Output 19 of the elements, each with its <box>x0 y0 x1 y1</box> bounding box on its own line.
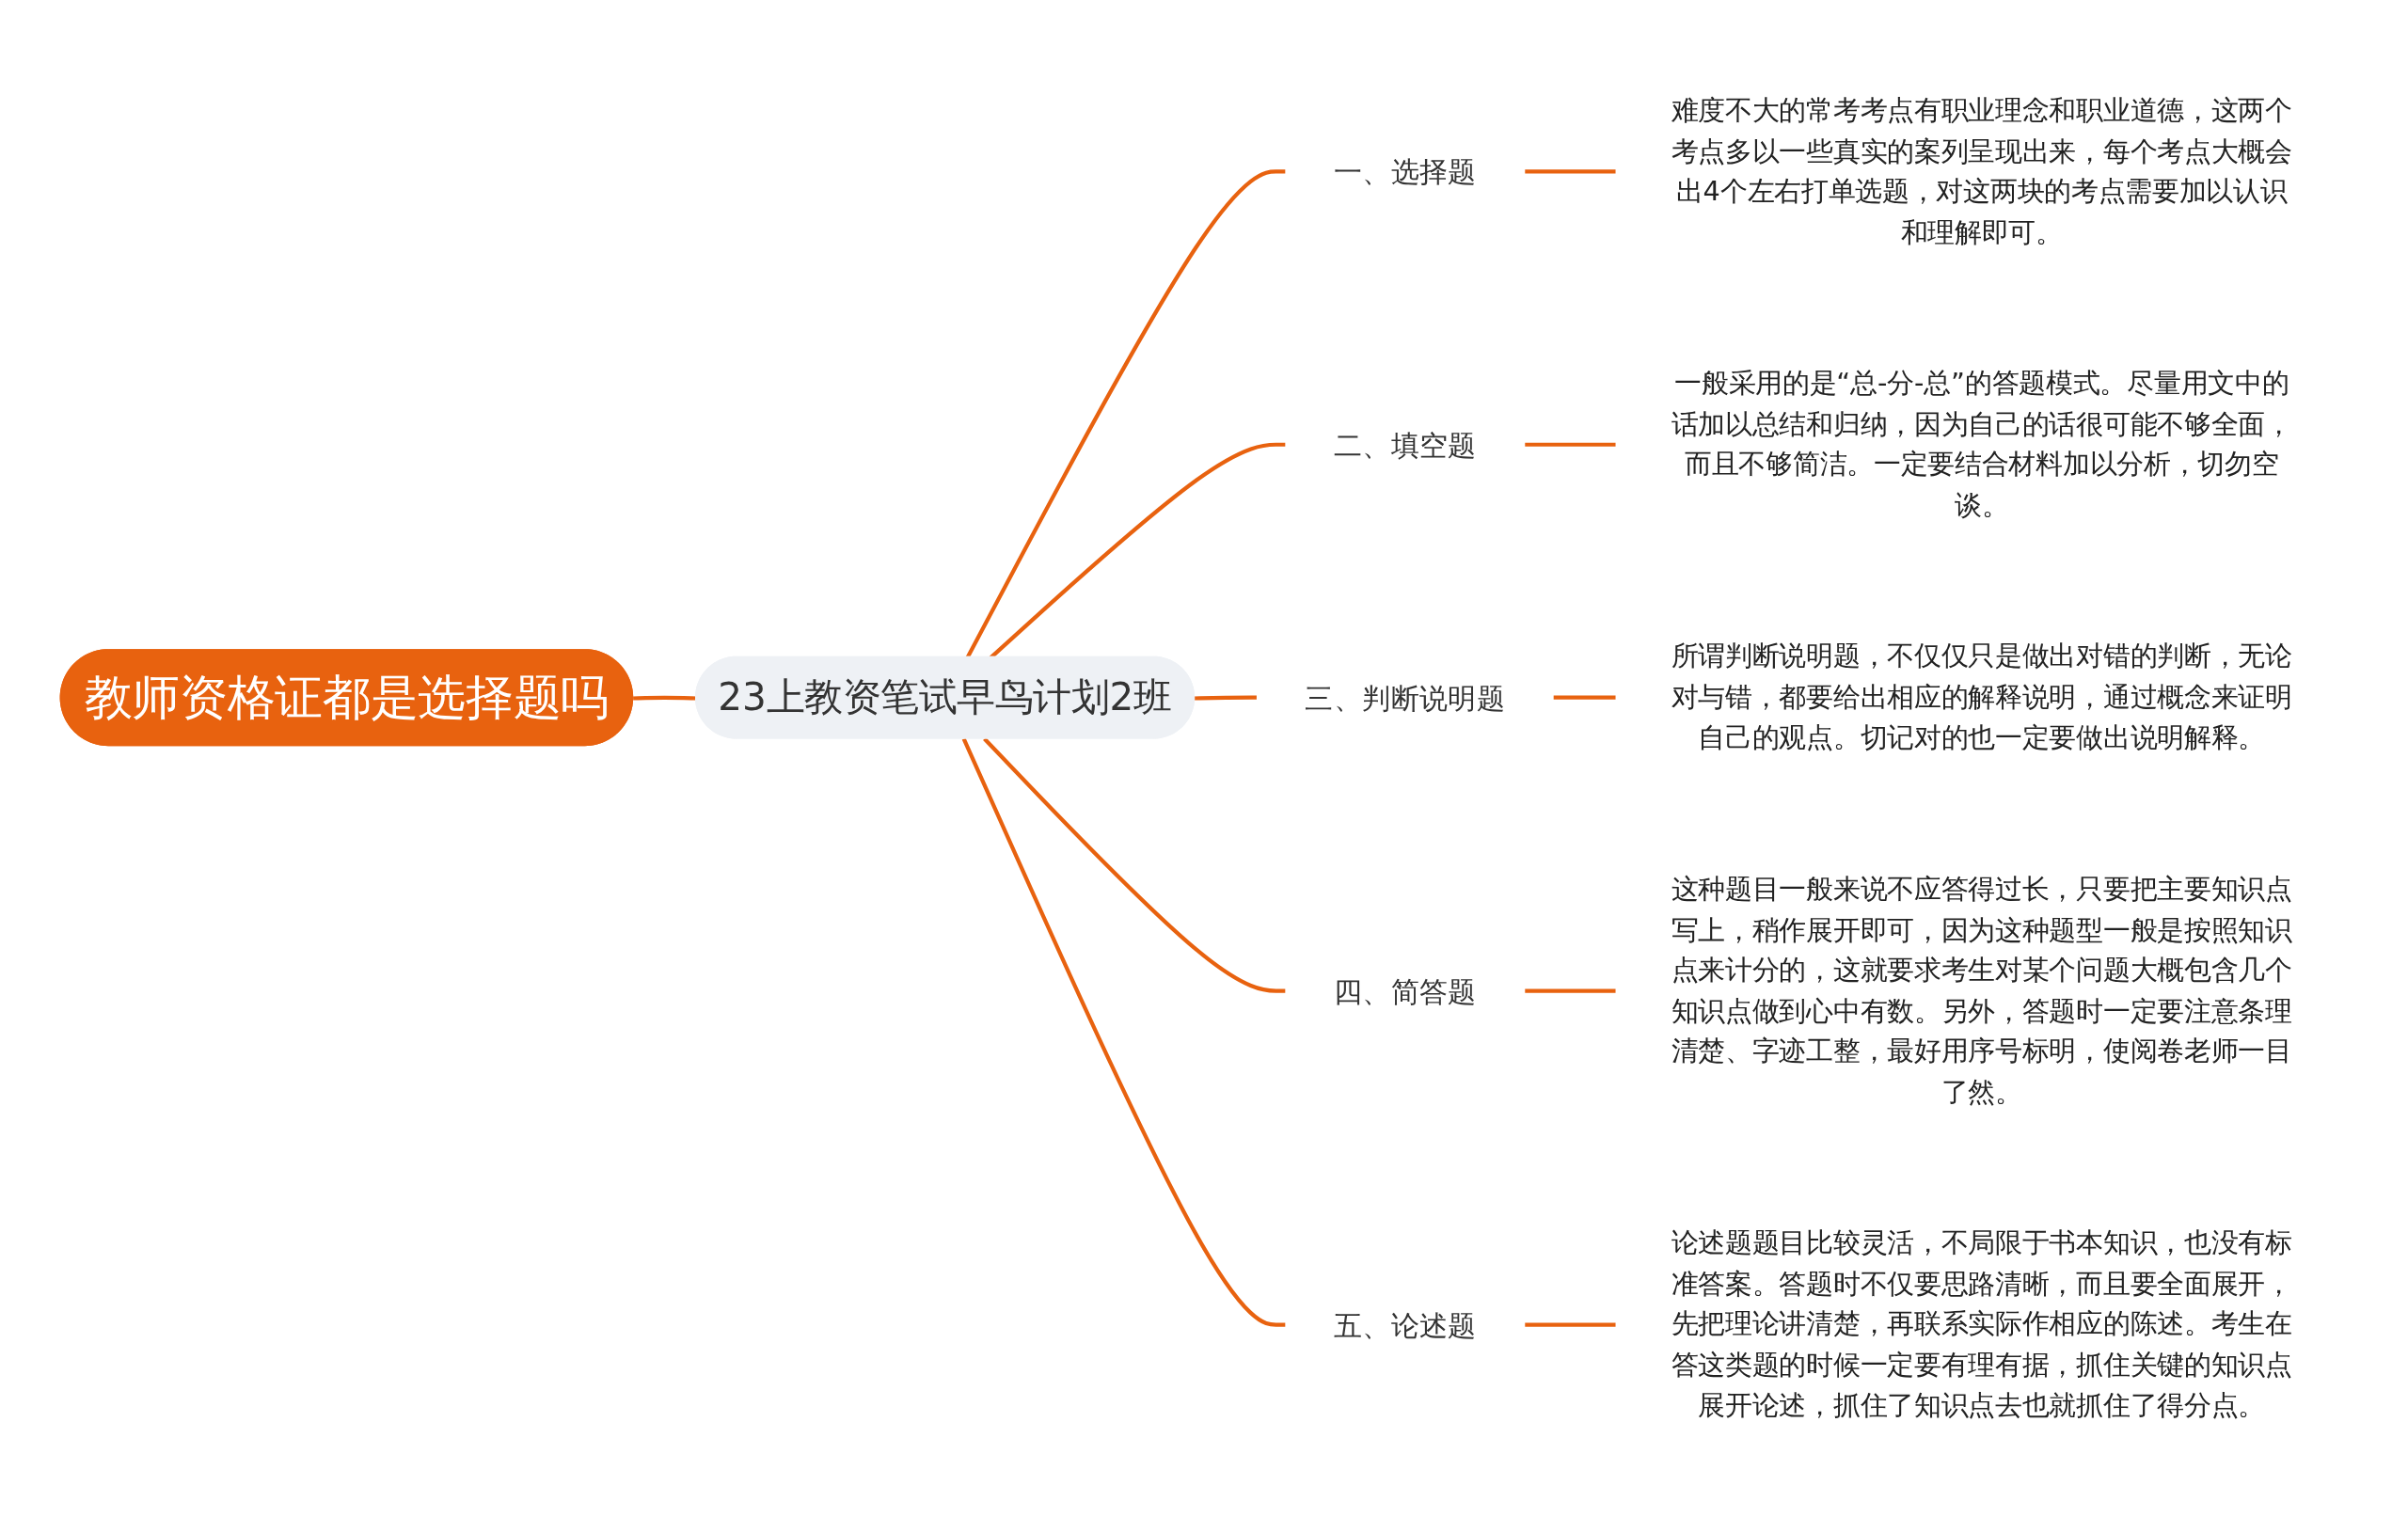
connector <box>1195 695 1258 701</box>
connector <box>983 737 1287 993</box>
node-text: 三、判断说明题 <box>1305 681 1506 715</box>
node-text: 所谓判断说明题，不仅仅只是做出对错的判断，无论对与错，都要给出相应的解释说明，通过概念来证明自己的观点。切记对的也一定要做出说明解释。 <box>1671 640 2293 753</box>
node-text: 四、简答题 <box>1334 974 1477 1008</box>
node-text: 二、填空题 <box>1334 428 1477 462</box>
node-text: 五、论述题 <box>1334 1308 1477 1342</box>
node-text: 一般采用的是“总-分-总”的答题模式。尽量用文中的话加以总结和归纳，因为自己的话很可能不够全面，而且不够简洁。一定要结合材料加以分析，切勿空谈。 <box>1671 367 2293 521</box>
connector <box>1524 1322 1617 1327</box>
node-text: 难度不大的常考考点有职业理念和职业道德，这两个考点多以一些真实的案列呈现出来，每个考点大概会出4个左右打单选题，对这两块的考点需要加以认识和理解即可。 <box>1671 93 2293 247</box>
node-text: 论述题题目比较灵活，不局限于书本知识，也没有标准答案。答题时不仅要思路清晰，而且要全面展开，先把理论讲清楚，再联系实际作相应的陈述。考生在答这类题的时候一定要有理有据，抓住关键的知识点展开论述，抓住了知识点去也就抓住了得分点。 <box>1671 1226 2293 1421</box>
connector <box>961 737 1287 1327</box>
connector <box>1553 695 1617 701</box>
connector <box>1524 988 1617 993</box>
node-text: 这种题目一般来说不应答得过长，只要把主要知识点写上，稍作展开即可，因为这种题型一般是按照知识点来计分的，这就要求考生对某个问题大概包含几个知识点做到心中有数。另外，答题时一定要注意条理清楚、字迹工整，最好用序号标明，使阅卷老师一目了然。 <box>1671 873 2293 1108</box>
connector <box>1524 442 1617 448</box>
node-text: 一、选择题 <box>1334 154 1477 189</box>
connector <box>633 696 697 701</box>
connector <box>1524 169 1617 174</box>
